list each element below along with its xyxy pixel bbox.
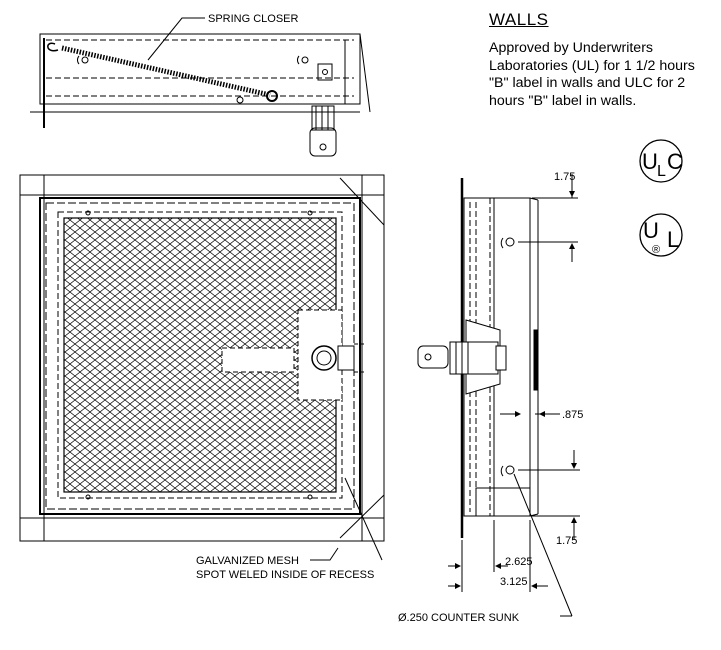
walls-heading: WALLS bbox=[489, 10, 549, 29]
ulc-mark: U L C bbox=[639, 139, 683, 183]
svg-text:L: L bbox=[657, 163, 666, 180]
svg-text:C: C bbox=[667, 149, 683, 174]
top-view bbox=[30, 17, 371, 157]
counter-sunk-label: Ø.250 COUNTER SUNK bbox=[398, 612, 520, 624]
svg-text:®: ® bbox=[652, 244, 660, 256]
dim-depth-outer: 3.125 bbox=[500, 576, 528, 588]
svg-text:U: U bbox=[643, 218, 659, 243]
front-view bbox=[19, 174, 385, 561]
spring-coil bbox=[61, 45, 271, 98]
spring-closer-label: SPRING CLOSER bbox=[208, 13, 299, 25]
dim-top-offset: 1.75 bbox=[554, 171, 575, 183]
galvanized-mesh bbox=[63, 217, 337, 493]
dim-bottom-offset: 1.75 bbox=[556, 535, 577, 547]
dim-side-offset: .875 bbox=[562, 409, 583, 421]
mesh-label-line1: GALVANIZED MESH bbox=[196, 555, 299, 567]
svg-text:L: L bbox=[667, 227, 679, 252]
mesh-label-line2: SPOT WELED INSIDE OF RECESS bbox=[196, 569, 374, 581]
side-view bbox=[417, 174, 580, 617]
ul-mark: U ® L bbox=[639, 213, 683, 257]
dim-depth-inner: 2.625 bbox=[505, 556, 533, 568]
svg-text:U: U bbox=[642, 149, 658, 174]
walls-description: Approved by Underwriters Laboratories (U… bbox=[489, 40, 695, 109]
